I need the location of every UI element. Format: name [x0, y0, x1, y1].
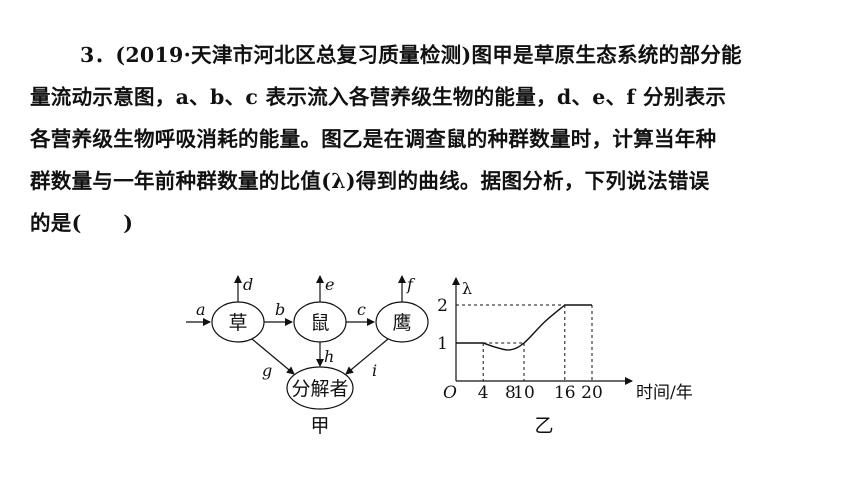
node-decomposer	[286, 366, 354, 410]
x-tick-label: 20	[581, 383, 603, 403]
x-tick-label: 16	[554, 383, 576, 403]
y-tick-label: 1	[437, 334, 448, 354]
node-mouse-label: 鼠	[310, 312, 329, 334]
question-text: 3．(2019·天津市河北区总复习质量检测)图甲是草原生态系统的部分能 量流动示…	[30, 34, 836, 244]
label-b: b	[275, 300, 285, 319]
x-tick-label: 4	[478, 383, 489, 403]
chart-yi-caption: 乙	[534, 415, 553, 437]
question-line-4: 群数量与一年前种群数量的比值(λ)得到的曲线。据图分析，下列说法错误	[30, 169, 710, 193]
origin-label: O	[443, 383, 457, 403]
question-line-3: 各营养级生物呼吸消耗的能量。图乙是在调查鼠的种群数量时，计算当年种	[30, 127, 717, 151]
x-axis-label: 时间/年	[636, 383, 693, 403]
question-line-5: 的是( )	[30, 211, 134, 235]
label-e: e	[325, 275, 334, 294]
label-c: c	[357, 300, 366, 319]
lambda-curve	[456, 304, 592, 351]
label-a: a	[196, 300, 206, 319]
node-grass-label: 草	[228, 312, 247, 334]
diagram-jia-caption: 甲	[310, 415, 329, 437]
y-axis-label: λ	[462, 279, 472, 298]
node-eagle-label: 鹰	[392, 312, 411, 334]
arrow-i	[345, 338, 389, 375]
x-tick-label: 10	[513, 383, 535, 403]
question-line-2: 量流动示意图，a、b、c 表示流入各营养级生物的能量，d、e、f 分别表示	[30, 85, 727, 109]
label-f: f	[406, 275, 416, 294]
y-tick-label: 2	[437, 296, 448, 316]
label-g: g	[262, 361, 272, 380]
arrow-g	[251, 338, 295, 375]
label-i: i	[372, 361, 377, 380]
label-d: d	[243, 275, 253, 294]
x-tick-label: 8	[505, 383, 516, 403]
node-decomposer-label: 分解者	[291, 378, 348, 400]
question-line-1: 3．(2019·天津市河北区总复习质量检测)图甲是草原生态系统的部分能	[80, 43, 742, 67]
label-h: h	[324, 347, 334, 366]
